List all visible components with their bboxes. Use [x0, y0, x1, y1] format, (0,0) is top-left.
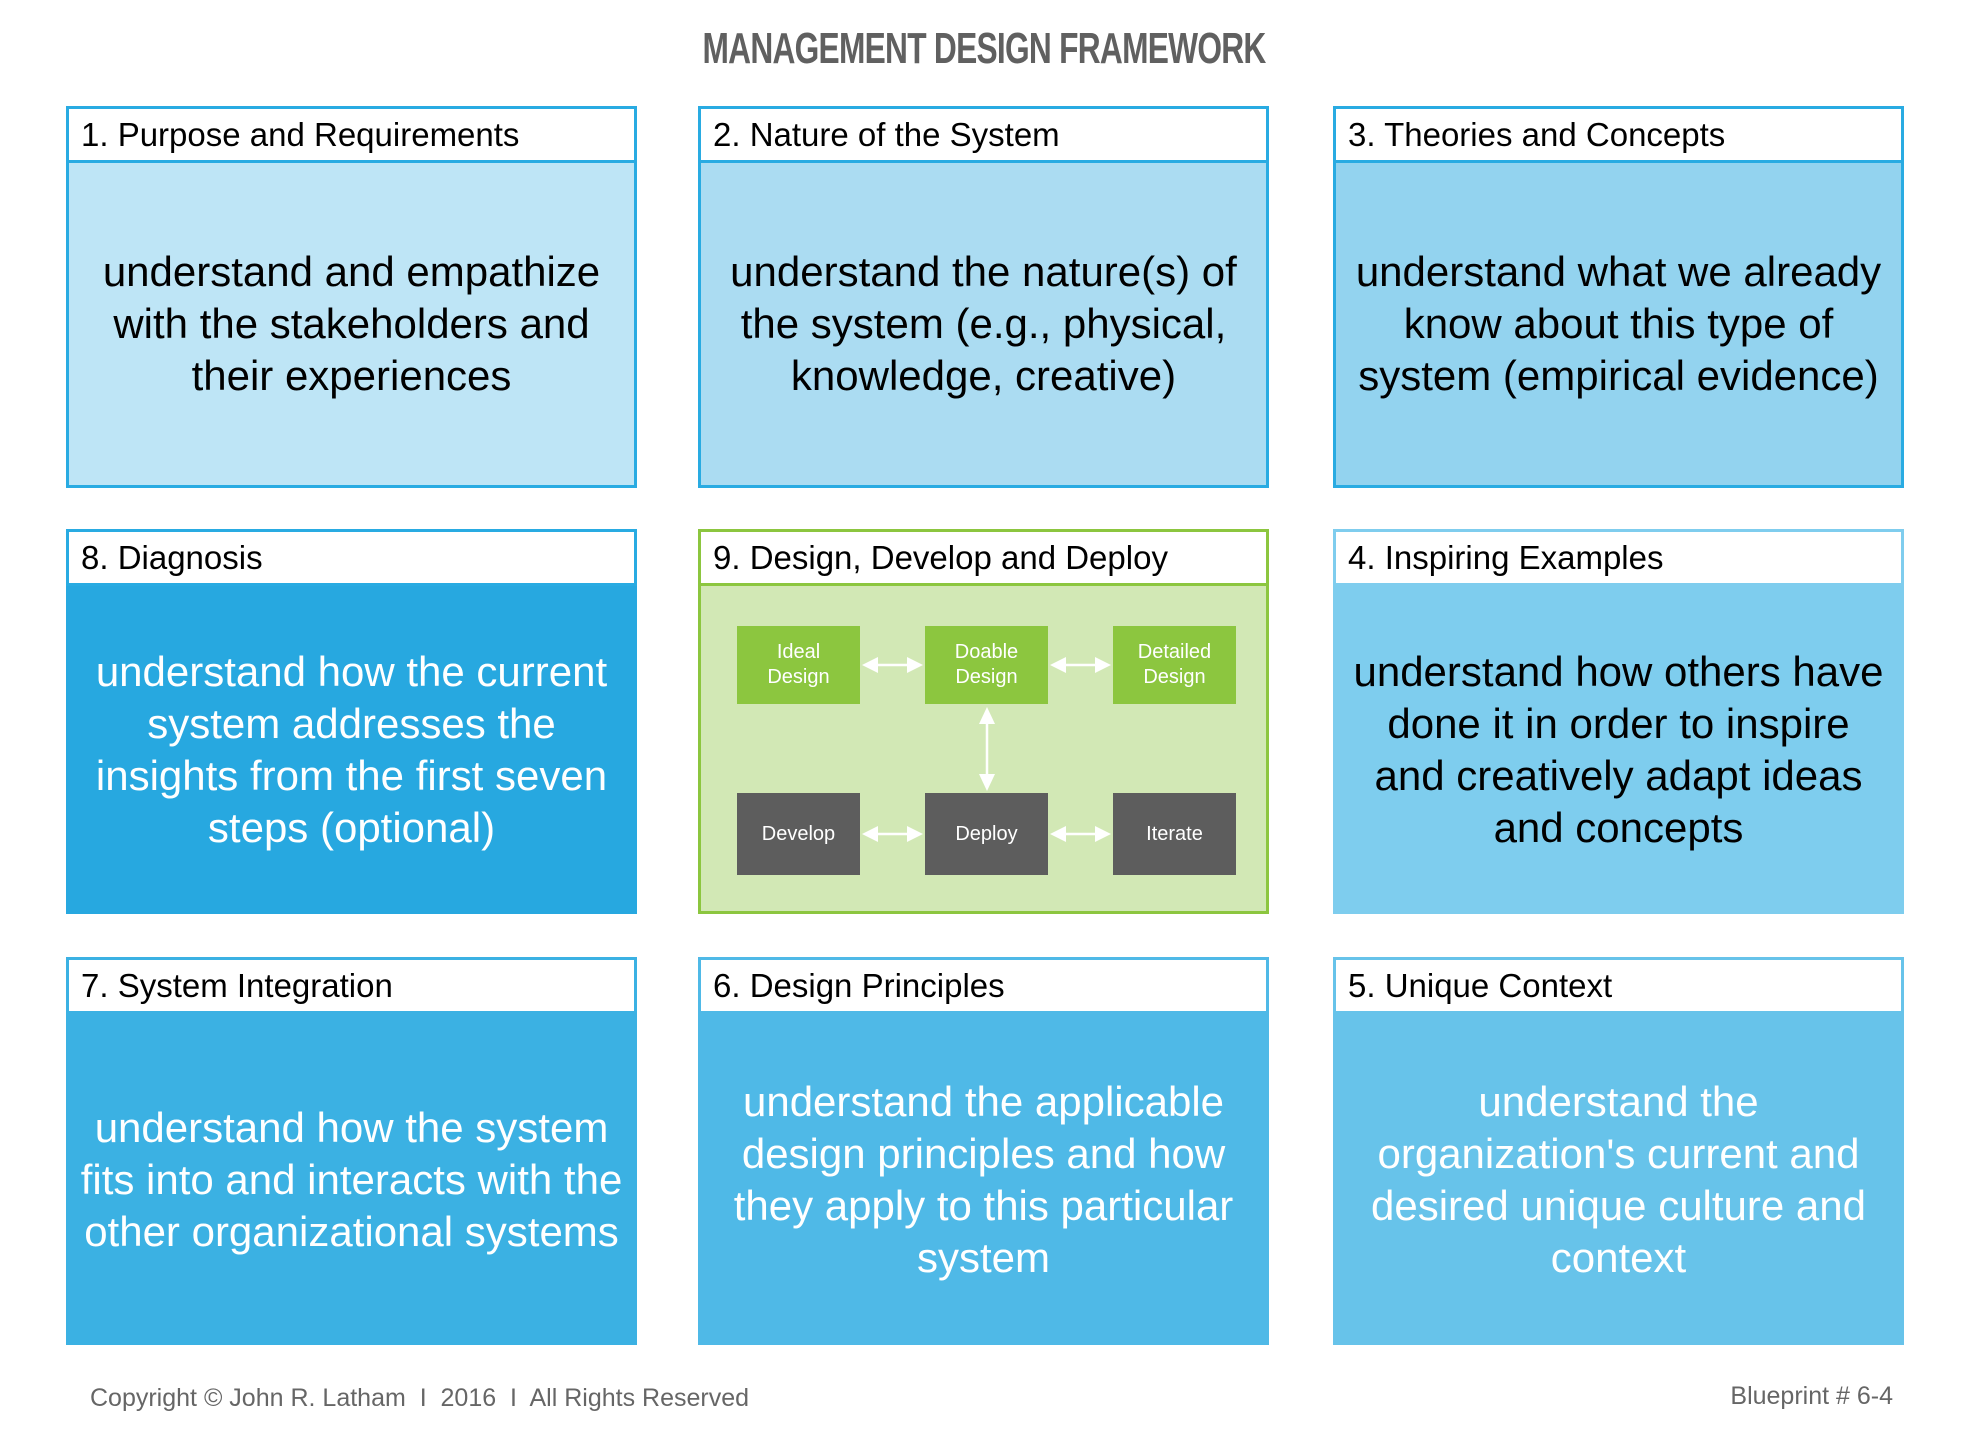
box-heading: 2. Nature of the System — [698, 106, 1269, 163]
box-description: understand and empathize with the stakeh… — [66, 163, 637, 488]
step-develop: Develop — [737, 793, 860, 875]
step-label: Develop — [761, 822, 836, 845]
double-arrow-icon — [862, 657, 923, 673]
box-design-develop-deploy: 9. Design, Develop and Deploy Ideal Desi… — [698, 529, 1269, 914]
step-ideal-design: Ideal Design — [737, 626, 860, 704]
box-heading: 9. Design, Develop and Deploy — [698, 529, 1269, 586]
box-description: understand how the system fits into and … — [66, 1014, 637, 1345]
box-heading: 1. Purpose and Requirements — [66, 106, 637, 163]
blueprint-number: Blueprint # 6-4 — [1730, 1382, 1893, 1410]
box-heading: 8. Diagnosis — [66, 529, 637, 586]
step-deploy: Deploy — [925, 793, 1048, 875]
box-description-text: understand how others have done it in or… — [1353, 648, 1884, 851]
box-system-integration: 7. System Integration understand how the… — [66, 957, 637, 1345]
step-iterate: Iterate — [1113, 793, 1236, 875]
box-heading: 5. Unique Context — [1333, 957, 1904, 1014]
box-description: understand how others have done it in or… — [1333, 586, 1904, 914]
box-description-text: understand the organization's current an… — [1370, 1077, 1867, 1281]
double-arrow-icon — [1050, 826, 1111, 842]
step-label: Doable Design — [954, 641, 1019, 688]
box-description-text: understand how the system fits into and … — [80, 1103, 623, 1255]
box-description-text: understand the nature(s) of the system (… — [730, 248, 1237, 399]
box-description-text: understand and empathize with the stakeh… — [102, 248, 601, 399]
double-arrow-icon — [862, 826, 923, 842]
box-diagnosis: 8. Diagnosis understand how the current … — [66, 529, 637, 914]
box-description: understand what we already know about th… — [1333, 163, 1904, 488]
box-inspiring-examples: 4. Inspiring Examples understand how oth… — [1333, 529, 1904, 914]
box-design-principles: 6. Design Principles understand the appl… — [698, 957, 1269, 1345]
step-detailed-design: Detailed Design — [1113, 626, 1236, 704]
box-theories-and-concepts: 3. Theories and Concepts understand what… — [1333, 106, 1904, 488]
step-label: Ideal Design — [767, 641, 830, 688]
box-heading: 6. Design Principles — [698, 957, 1269, 1014]
page-title-text: Management Design Framework — [702, 24, 1266, 73]
box-description-text: understand what we already know about th… — [1355, 248, 1882, 399]
vertical-double-arrow-icon — [979, 707, 995, 791]
box-description: understand how the current system addres… — [66, 586, 637, 914]
copyright-notice: Copyright © John R. Latham I 2016 I All … — [90, 1384, 750, 1412]
box-description: understand the organization's current an… — [1333, 1014, 1904, 1345]
box-description: understand the nature(s) of the system (… — [698, 163, 1269, 488]
process-flow: Ideal Design Doable Design Detailed Desi… — [698, 586, 1269, 914]
step-label: Detailed Design — [1137, 641, 1212, 688]
box-description: understand the applicable design princip… — [698, 1014, 1269, 1345]
box-unique-context: 5. Unique Context understand the organiz… — [1333, 957, 1904, 1345]
box-description-text: understand how the current system addres… — [95, 648, 608, 851]
box-heading: 3. Theories and Concepts — [1333, 106, 1904, 163]
double-arrow-icon — [1050, 657, 1111, 673]
box-purpose-and-requirements: 1. Purpose and Requirements understand a… — [66, 106, 637, 488]
box-heading: 4. Inspiring Examples — [1333, 529, 1904, 586]
box-heading: 7. System Integration — [66, 957, 637, 1014]
step-doable-design: Doable Design — [925, 626, 1048, 704]
page-title: Management Design Framework — [0, 24, 1968, 74]
step-label: Deploy — [955, 822, 1018, 845]
box-nature-of-the-system: 2. Nature of the System understand the n… — [698, 106, 1269, 488]
box-description-text: understand the applicable design princip… — [733, 1077, 1234, 1281]
step-label: Iterate — [1146, 822, 1203, 845]
